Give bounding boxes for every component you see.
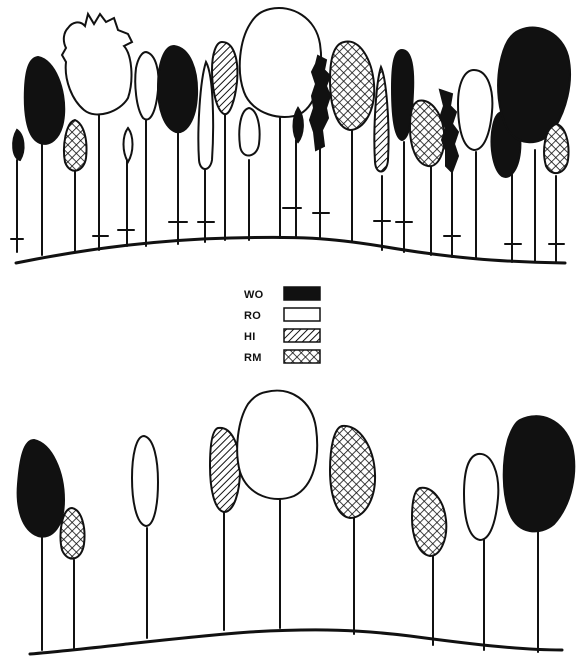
tree-ro	[198, 62, 214, 242]
legend-item-rm: RM	[244, 350, 320, 364]
tree-rm	[330, 426, 375, 634]
tree-wo	[392, 50, 413, 252]
legend-item-hi: HI	[244, 329, 320, 343]
legend-item-ro: RO	[244, 308, 320, 322]
tree-hi	[212, 42, 237, 240]
tree-rm	[544, 124, 568, 262]
tree-wo	[440, 90, 460, 257]
legend-swatch-white	[284, 308, 320, 321]
tree-ro	[239, 108, 259, 240]
legend-swatch-crosshatch	[284, 350, 320, 363]
tree-ro	[237, 391, 317, 628]
tree-ro	[458, 70, 492, 258]
tree-hi	[374, 67, 390, 250]
upper-panel	[11, 8, 570, 263]
tree-rm	[330, 42, 374, 242]
tree-ro	[132, 436, 158, 638]
tree-wo	[25, 57, 64, 255]
tree-hi	[210, 428, 240, 630]
tree-ro	[464, 454, 498, 650]
tree-rm	[60, 508, 84, 648]
tree-wo	[158, 46, 197, 244]
tree-wo	[11, 130, 24, 252]
tree-rm	[64, 120, 86, 252]
legend-item-wo: WO	[244, 287, 320, 301]
lower-ground-line	[30, 630, 562, 654]
legend-swatch-hatch	[284, 329, 320, 342]
tree-rm	[410, 101, 444, 255]
legend-swatch-solid	[284, 287, 320, 300]
tree-ro	[118, 128, 134, 246]
tree-wo	[504, 416, 575, 652]
tree-wo	[18, 440, 64, 650]
legend: WO RO HI RM	[244, 287, 320, 364]
legend-label: RO	[244, 310, 261, 322]
tree-ro	[135, 52, 158, 246]
legend-label: WO	[244, 289, 264, 301]
lower-panel	[18, 391, 575, 654]
tree-rm	[412, 488, 446, 645]
tree-wo	[294, 108, 303, 236]
legend-label: RM	[244, 352, 262, 364]
legend-label: HI	[244, 331, 256, 343]
